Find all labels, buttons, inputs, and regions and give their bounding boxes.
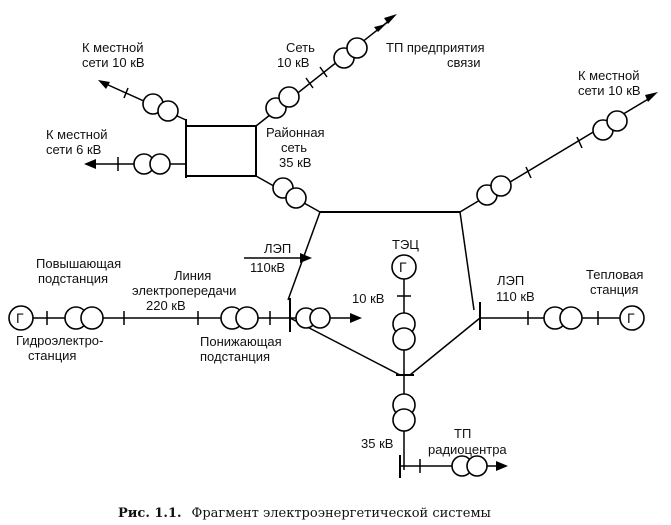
label-stepdown-1: Понижающая [200, 334, 282, 349]
label-hydro-1: Гидроэлектро- [16, 333, 103, 348]
arrow-tp-comm-2 [374, 24, 386, 32]
arrow-local-10kv-right [645, 92, 658, 102]
generator-letter: Г [16, 310, 24, 326]
label-stepup-1: Повышающая [36, 256, 121, 271]
label-stepup-2: подстанция [38, 271, 108, 286]
label-local-10kv-left-1: К местной [82, 40, 143, 55]
label-local-10kv-left-2: сети 10 кВ [82, 55, 145, 70]
label-lep-right-2: 110 кВ [496, 289, 535, 304]
chp-plant: Г [391, 254, 417, 376]
label-tp-radio-2: радиоцентра [428, 442, 507, 457]
label-tp-comm-2: связи [447, 55, 481, 70]
label-regional-1: Районная [266, 125, 325, 140]
caption: Рис. 1.1. Фрагмент электроэнергетической … [118, 506, 491, 521]
transformer-winding [559, 306, 583, 330]
caption-prefix: Рис. 1.1. [118, 506, 182, 521]
net-10kv-branch [255, 14, 397, 127]
transformer-winding [278, 86, 300, 108]
switch-mark [123, 87, 129, 99]
label-local-6kv-2: сети 6 кВ [46, 142, 101, 157]
label-thermal-1: Тепловая [586, 267, 643, 282]
transformer-winding [392, 408, 416, 432]
transformer-winding [235, 306, 259, 330]
label-35kv-bottom: 35 кВ [361, 436, 393, 451]
label-line-1: Линия [174, 268, 211, 283]
transformer-winding [80, 306, 104, 330]
label-hydro-2: станция [28, 348, 76, 363]
label-tp-radio-1: ТП [454, 426, 471, 441]
switch-mark [576, 136, 583, 149]
label-net10-2: 10 кВ [277, 55, 309, 70]
transformer-winding [490, 175, 512, 197]
transformer-winding [392, 327, 416, 351]
transformer-winding [285, 187, 307, 209]
label-regional-2: сеть [281, 140, 307, 155]
transformer-winding [157, 100, 179, 122]
arrow-local-10kv-left [98, 80, 110, 89]
transformer-winding [606, 110, 628, 132]
label-thermal-2: станция [590, 282, 638, 297]
main-110kv-ring [244, 92, 658, 376]
arrow-local-6kv [84, 159, 96, 169]
radio-branch [392, 375, 508, 478]
caption-text: Фрагмент электроэнергетической системы [192, 506, 491, 521]
label-local-10kv-right-1: К местной [578, 68, 639, 83]
ring-right [459, 211, 475, 311]
label-stepdown-2: подстанция [200, 349, 270, 364]
label-tec: ТЭЦ [392, 237, 419, 252]
switch-mark [305, 77, 314, 89]
label-line-3: 220 кВ [146, 298, 186, 313]
hydro-chain: Г [8, 298, 362, 332]
transformer-winding [346, 37, 368, 59]
switch-mark [319, 66, 328, 78]
label-tp-comm-1: ТП предприятия [386, 40, 485, 55]
label-lep-right-1: ЛЭП [497, 273, 524, 288]
figure-caption: Рис. 1.1. Фрагмент электроэнергетической … [118, 506, 491, 521]
label-lep-left-2: 110кВ [250, 260, 285, 275]
generator-letter: Г [399, 259, 407, 275]
ring-lower-right [409, 317, 481, 376]
label-local-6kv-1: К местной [46, 127, 107, 142]
label-lep-left-1: ЛЭП [264, 241, 291, 256]
generator-letter: Г [627, 310, 635, 326]
arrow-tp-radio [496, 461, 508, 471]
label-net10-1: Сеть [286, 40, 315, 55]
thermal-generator [619, 305, 645, 331]
transformer-winding [149, 153, 171, 175]
arrow-10kv-mid [350, 313, 362, 323]
label-line-2: электропередачи [132, 283, 236, 298]
arrow-tp-comm [384, 14, 397, 24]
label-regional-3: 35 кВ [279, 155, 311, 170]
switch-mark [525, 166, 532, 179]
labels: К местной сети 10 кВ К местной сети 6 кВ… [16, 40, 643, 457]
arrow-lep-left [300, 253, 312, 263]
thermal-plant: Г [479, 302, 645, 331]
transformer-winding [309, 307, 331, 329]
transformer-winding [466, 455, 488, 477]
upper-left-substation [84, 80, 257, 178]
label-10kv-mid: 10 кВ [352, 291, 384, 306]
label-local-10kv-right-2: сети 10 кВ [578, 83, 641, 98]
